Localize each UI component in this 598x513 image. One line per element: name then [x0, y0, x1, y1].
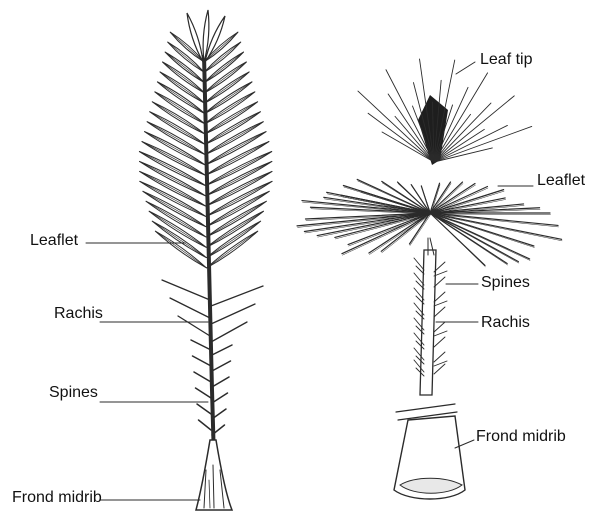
- left-narrow-leaflet: [211, 304, 255, 324]
- left-leaflet-vein: [207, 231, 258, 268]
- right-label-spines: Spines: [481, 274, 530, 292]
- left-leaflet-vein: [155, 231, 206, 268]
- right-spine: [434, 322, 445, 332]
- right-spine: [434, 361, 447, 366]
- right-spine: [434, 301, 447, 306]
- right-spine: [434, 292, 445, 302]
- left-label-rachis: Rachis: [54, 305, 103, 323]
- right-spine: [434, 352, 445, 362]
- right-label-frond-midrib: Frond midrib: [476, 428, 566, 446]
- left-label-leaflet: Leaflet: [30, 232, 78, 250]
- left-narrow-leaflet: [211, 322, 247, 342]
- label-leader-lines: [86, 62, 533, 500]
- left-spine: [196, 388, 212, 398]
- left-spine: [212, 393, 228, 403]
- left-spine: [212, 345, 232, 355]
- left-narrow-leaflet: [178, 316, 210, 336]
- right-spine: [414, 258, 424, 270]
- left-leaflet-vein: [152, 221, 206, 258]
- left-spine: [199, 420, 212, 430]
- right-leaflet: [430, 208, 540, 213]
- right-break-line: [396, 404, 455, 412]
- left-spine: [212, 361, 231, 371]
- left-spine: [212, 377, 229, 387]
- right-leaflet: [430, 213, 530, 259]
- left-spine: [191, 340, 211, 350]
- left-narrow-leaflet: [170, 298, 210, 318]
- left-frond-drawing: [139, 10, 272, 510]
- right-spine: [434, 307, 445, 317]
- left-leaflet-vein: [206, 221, 260, 258]
- left-label-frond-midrib: Frond midrib: [12, 489, 102, 507]
- left-leaflet-vein: [206, 211, 263, 247]
- left-narrow-leaflet: [211, 286, 263, 306]
- right-label-leaflet: Leaflet: [537, 172, 585, 190]
- left-narrow-leaflet: [162, 280, 210, 300]
- leaf-tip-strand: [434, 126, 532, 162]
- left-spine: [197, 404, 211, 414]
- left-label-spines: Spines: [49, 384, 98, 402]
- right-rachis: [420, 250, 436, 395]
- right-spine: [434, 331, 447, 336]
- right-spine: [414, 273, 424, 285]
- left-leaflet-vein: [146, 201, 206, 237]
- left-spine: [194, 372, 211, 382]
- right-leaflet-edge: [431, 214, 562, 241]
- left-leaflet-vein: [149, 211, 206, 247]
- right-label-leaf-tip: Leaf tip: [480, 51, 532, 69]
- leader-right-leaf-tip: [456, 62, 475, 74]
- right-spine: [434, 337, 445, 347]
- right-label-rachis: Rachis: [481, 314, 530, 332]
- left-spine: [193, 356, 212, 366]
